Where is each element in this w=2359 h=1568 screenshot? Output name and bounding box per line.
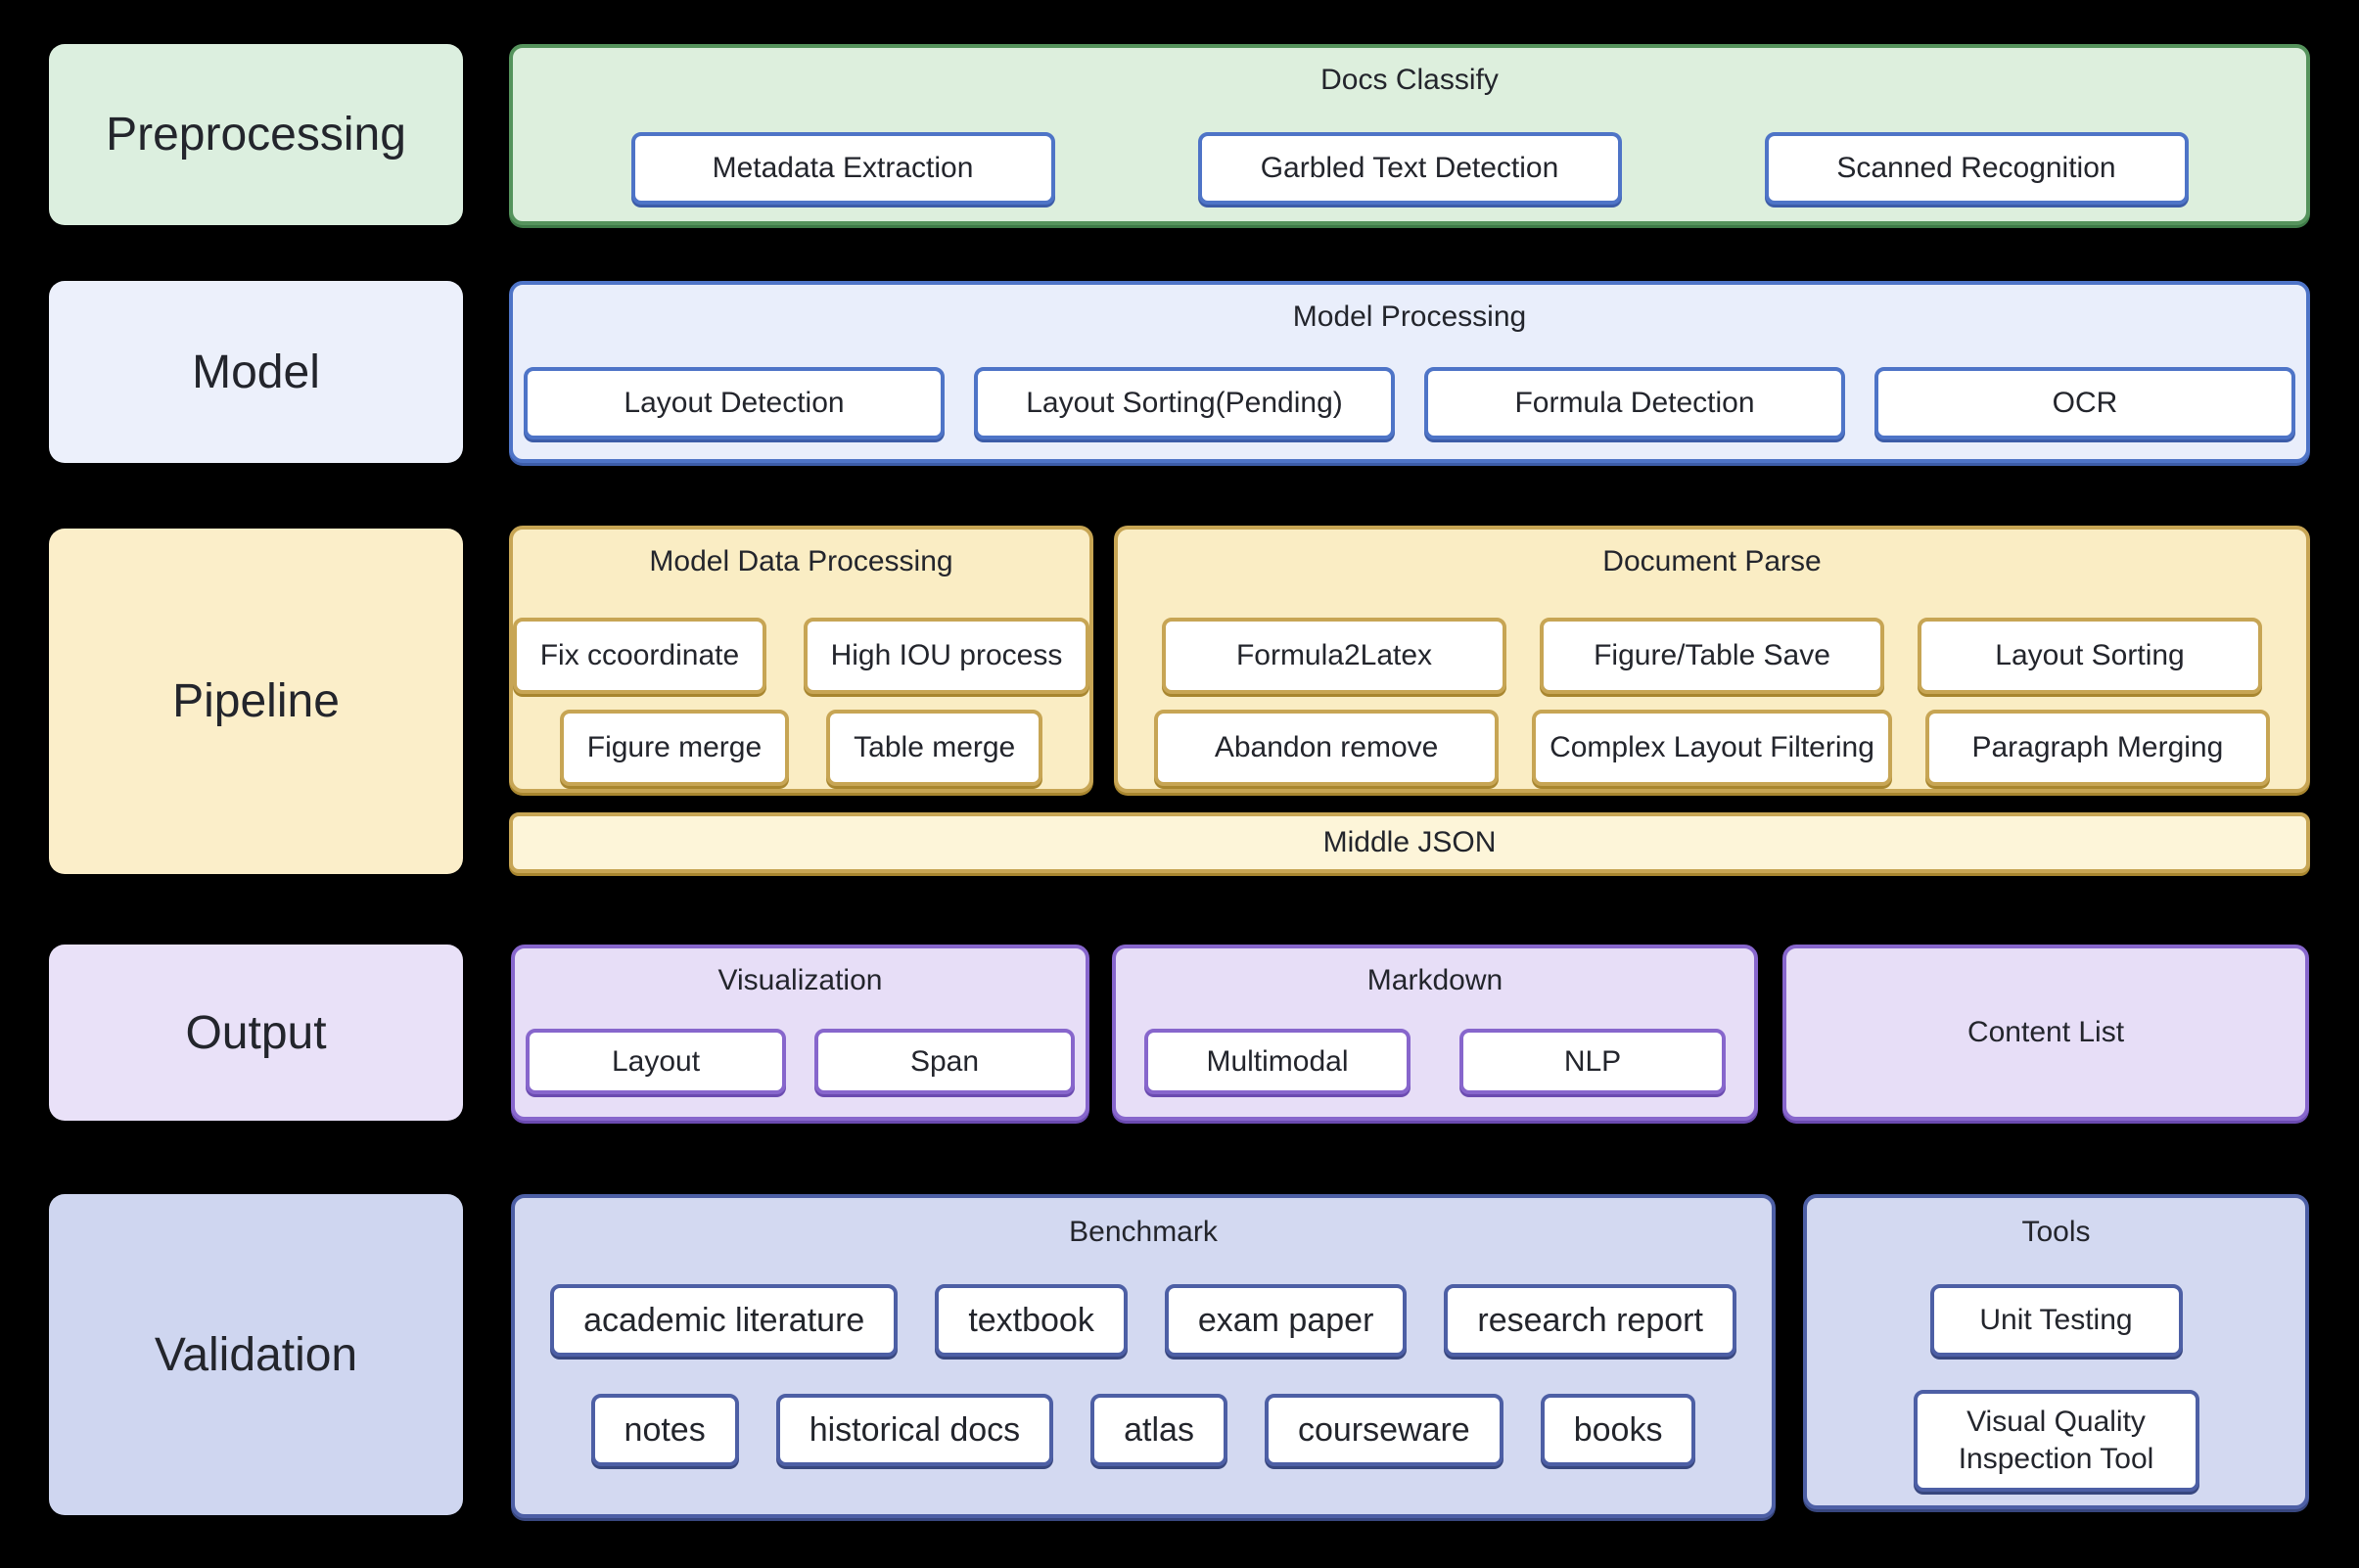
docs-classify-items: Metadata Extraction Garbled Text Detectio… bbox=[513, 132, 2306, 205]
node-box: Metadata Extraction bbox=[630, 132, 1055, 205]
group-title: Model Data Processing bbox=[649, 545, 953, 577]
benchmark-row2: notes historical docs atlas courseware books bbox=[515, 1394, 1772, 1466]
benchmark-row1: academic literature textbook exam paper res… bbox=[515, 1284, 1772, 1357]
group-benchmark: Benchmark academic literature textbook exa… bbox=[511, 1194, 1776, 1518]
node-box: courseware bbox=[1264, 1394, 1503, 1466]
group-title: Markdown bbox=[1366, 964, 1503, 996]
node-box: Visual Quality Inspection Tool bbox=[1913, 1390, 2199, 1492]
node-box: Figure/Table Save bbox=[1540, 618, 1884, 694]
model-data-processing-row2: Figure merge Table merge bbox=[513, 710, 1089, 786]
node-box: Unit Testing bbox=[1929, 1284, 2183, 1357]
node-box: Layout Detection bbox=[524, 367, 945, 439]
markdown-items: Multimodal NLP bbox=[1116, 1029, 1754, 1094]
node-box: historical docs bbox=[775, 1394, 1054, 1466]
node-box: exam paper bbox=[1164, 1284, 1408, 1357]
node-box: Garbled Text Detection bbox=[1197, 132, 1622, 205]
model-processing-items: Layout Detection Layout Sorting(Pending) F… bbox=[513, 367, 2306, 439]
document-parse-row2: Abandon remove Complex Layout Filtering Pa… bbox=[1118, 710, 2306, 786]
stage-label-output: Output bbox=[49, 945, 463, 1121]
stage-label-pipeline: Pipeline bbox=[49, 529, 463, 874]
group-title: Visualization bbox=[717, 964, 883, 996]
node-box: Paragraph Merging bbox=[1924, 710, 2270, 786]
group-content-list: Content List bbox=[1782, 945, 2309, 1121]
node-box: Span bbox=[814, 1029, 1075, 1094]
group-visualization: Visualization Layout Span bbox=[511, 945, 1089, 1121]
group-title: Model Processing bbox=[1292, 300, 1527, 333]
node-box: Multimodal bbox=[1144, 1029, 1411, 1094]
node-box: OCR bbox=[1874, 367, 2295, 439]
node-box: Scanned Recognition bbox=[1764, 132, 2189, 205]
node-box: books bbox=[1540, 1394, 1696, 1466]
node-box: Formula Detection bbox=[1424, 367, 1845, 439]
group-document-parse: Document Parse Formula2Latex Figure/Table… bbox=[1114, 526, 2310, 793]
node-box: textbook bbox=[935, 1284, 1128, 1357]
node-box: Table merge bbox=[826, 710, 1043, 786]
group-model-data-processing: Model Data Processing Fix ccoordinate Hig… bbox=[509, 526, 1093, 793]
group-docs-classify: Docs Classify Metadata Extraction Garbled… bbox=[509, 44, 2310, 225]
middle-json-bar: Middle JSON bbox=[509, 812, 2310, 873]
document-parse-row1: Formula2Latex Figure/Table Save Layout Sor… bbox=[1118, 618, 2306, 694]
group-title: Docs Classify bbox=[1320, 64, 1499, 96]
node-box: academic literature bbox=[550, 1284, 899, 1357]
stage-label-preprocessing: Preprocessing bbox=[49, 44, 463, 225]
node-box: notes bbox=[590, 1394, 739, 1466]
node-box: Layout Sorting(Pending) bbox=[974, 367, 1395, 439]
node-box: Figure merge bbox=[559, 710, 790, 786]
node-box: Layout bbox=[526, 1029, 786, 1094]
node-box: Abandon remove bbox=[1154, 710, 1500, 786]
model-data-processing-row1: Fix ccoordinate High IOU process bbox=[513, 618, 1089, 694]
stage-label-validation: Validation bbox=[49, 1194, 463, 1515]
node-box: Layout Sorting bbox=[1918, 618, 2262, 694]
visualization-items: Layout Span bbox=[515, 1029, 1086, 1094]
group-title: Tools bbox=[2021, 1216, 2091, 1248]
group-markdown: Markdown Multimodal NLP bbox=[1112, 945, 1758, 1121]
node-box: High IOU process bbox=[803, 618, 1089, 694]
node-box: Formula2Latex bbox=[1162, 618, 1506, 694]
node-box: Fix ccoordinate bbox=[513, 618, 766, 694]
stage-label-model: Model bbox=[49, 281, 463, 463]
group-title: Document Parse bbox=[1602, 545, 1822, 577]
node-box: NLP bbox=[1459, 1029, 1726, 1094]
node-box: Complex Layout Filtering bbox=[1532, 710, 1892, 786]
group-title: Benchmark bbox=[1069, 1216, 1218, 1248]
node-box: research report bbox=[1444, 1284, 1736, 1357]
node-box: atlas bbox=[1090, 1394, 1227, 1466]
